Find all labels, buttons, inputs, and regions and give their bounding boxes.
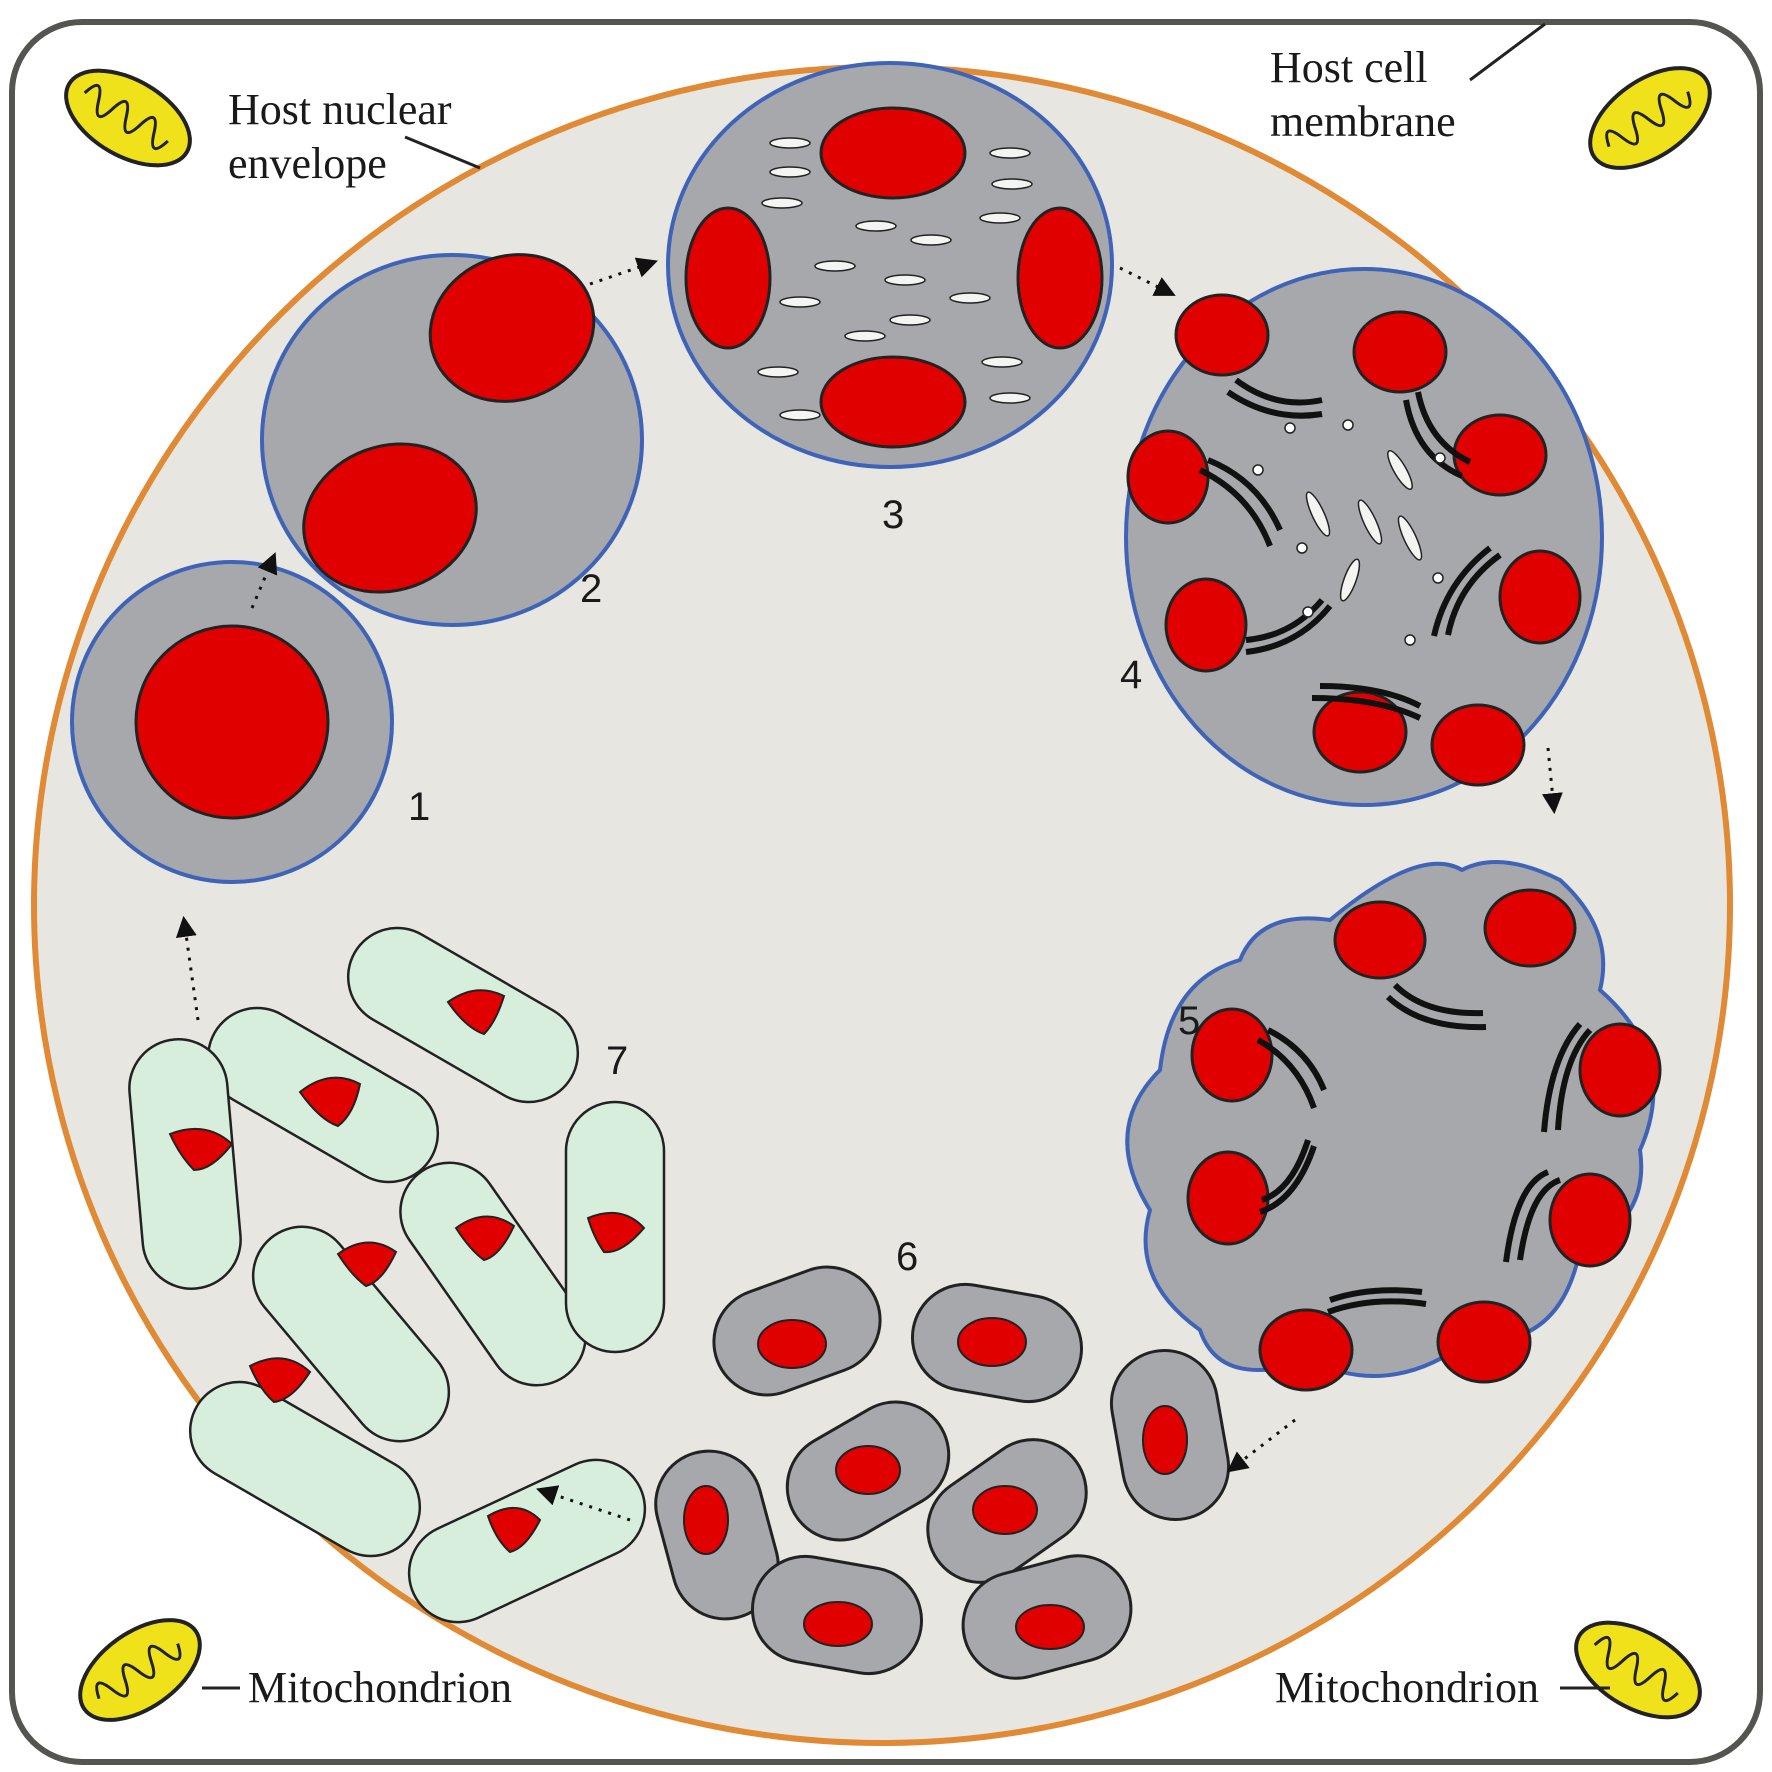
stage-number-7: 7 [606,1039,628,1083]
leader-line [404,135,481,170]
mitochondrion-label-left: Mitochondrion [248,1663,512,1712]
stage-2-binucleate [260,253,644,627]
mature-spore [399,1161,587,1387]
dotted-arrow-icon [175,257,1563,1522]
stage-number-6: 6 [896,1235,918,1279]
stage-number-4: 4 [1120,653,1142,697]
mitochondrion-icon [64,68,192,168]
stage-number-5: 5 [1178,999,1200,1043]
stage-4-sporogonial-plasmodium [1124,267,1604,807]
mitochondrion-label-right: Mitochondrion [1275,1663,1539,1712]
stage-1-meront [70,560,394,884]
stage-number-1: 1 [408,785,430,829]
mature-spore [251,1225,451,1443]
host-cell-membrane-label: Host cell membrane [1270,43,1456,146]
host-nuclear-envelope-label: Host nuclear envelope [228,85,463,188]
mitochondrion-icon [78,1618,202,1722]
mitochondrion-icon [1574,1620,1702,1720]
mitochondrion-icon [1588,66,1712,170]
stage-number-2: 2 [580,567,602,611]
stage-number-3: 3 [882,493,904,537]
stage-3-multinucleate [666,61,1114,469]
stage-5-rosette-plasmodium [1125,860,1662,1392]
mature-spore [128,1038,242,1290]
mature-spore [188,1380,422,1558]
leader-line [1469,22,1546,82]
